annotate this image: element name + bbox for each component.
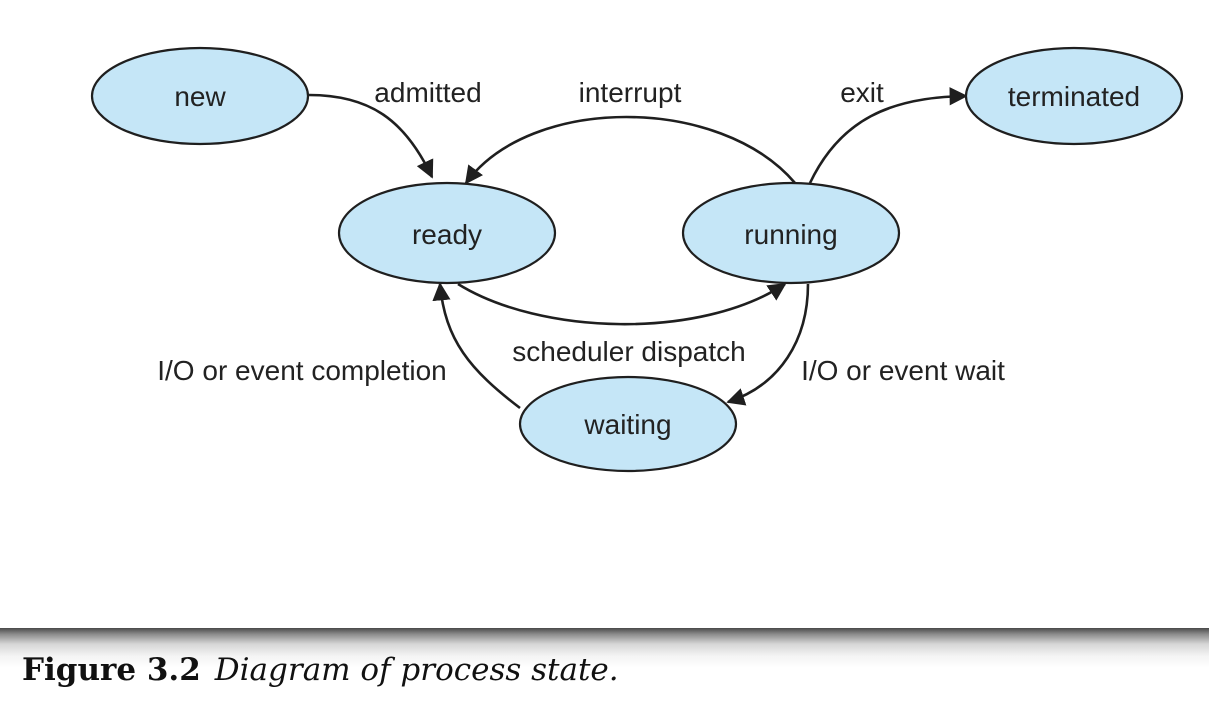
state-label: running: [744, 219, 837, 250]
state-new: new: [90, 46, 310, 146]
edge-running-to-terminated: [808, 87, 968, 184]
state-running: running: [681, 181, 901, 285]
edge-running-to-ready: [464, 115, 796, 185]
state-label: new: [174, 81, 226, 112]
caption-band: [0, 628, 1209, 704]
figure-caption: Figure 3.2 Diagram of process state.: [22, 652, 619, 688]
state-label: terminated: [1008, 81, 1140, 112]
label-interrupt: interrupt: [579, 77, 682, 108]
state-ready: ready: [337, 181, 557, 285]
edge-new-to-ready: [308, 93, 434, 179]
state-label: ready: [412, 219, 482, 250]
edge-waiting-to-ready: [432, 282, 521, 410]
label-io-event-wait: I/O or event wait: [801, 355, 1005, 386]
figure-label: Figure 3.2: [22, 652, 201, 688]
label-scheduler-dispatch: scheduler dispatch: [512, 336, 745, 367]
label-io-event-completion: I/O or event completion: [157, 355, 446, 386]
state-label: waiting: [583, 409, 671, 440]
figure-text: Diagram of process state.: [214, 652, 619, 688]
label-exit: exit: [840, 77, 884, 108]
label-admitted: admitted: [374, 77, 481, 108]
edge-ready-to-running: [457, 282, 787, 326]
state-waiting: waiting: [518, 375, 738, 473]
state-terminated: terminated: [964, 46, 1184, 146]
edge-running-to-waiting: [726, 283, 810, 406]
